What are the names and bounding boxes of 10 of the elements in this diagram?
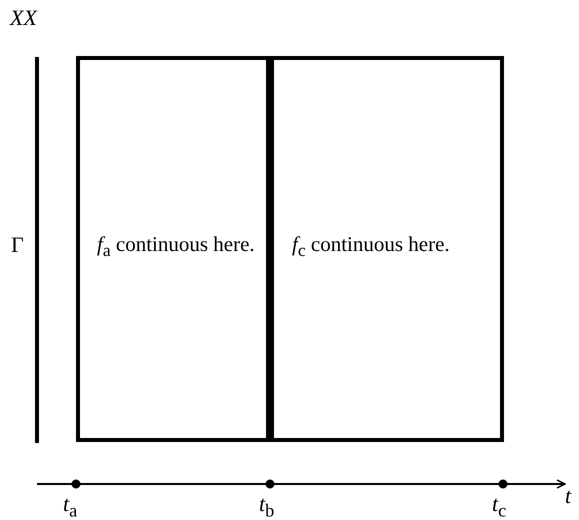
axis-label: XX [10, 6, 37, 30]
region-box [270, 56, 504, 442]
region-text: f$_{c}$ continuous here. [292, 234, 451, 260]
region-text: f$_{a}$ continuous here. [97, 234, 256, 260]
axis-label: t [565, 484, 572, 508]
tick-label: t$_{c}$ [492, 492, 506, 520]
region-box [76, 56, 270, 442]
tick-label: t$_{a}$ [63, 492, 78, 520]
bar-label: Γ [11, 233, 24, 257]
tick-label: t$_{b}$ [259, 492, 274, 520]
